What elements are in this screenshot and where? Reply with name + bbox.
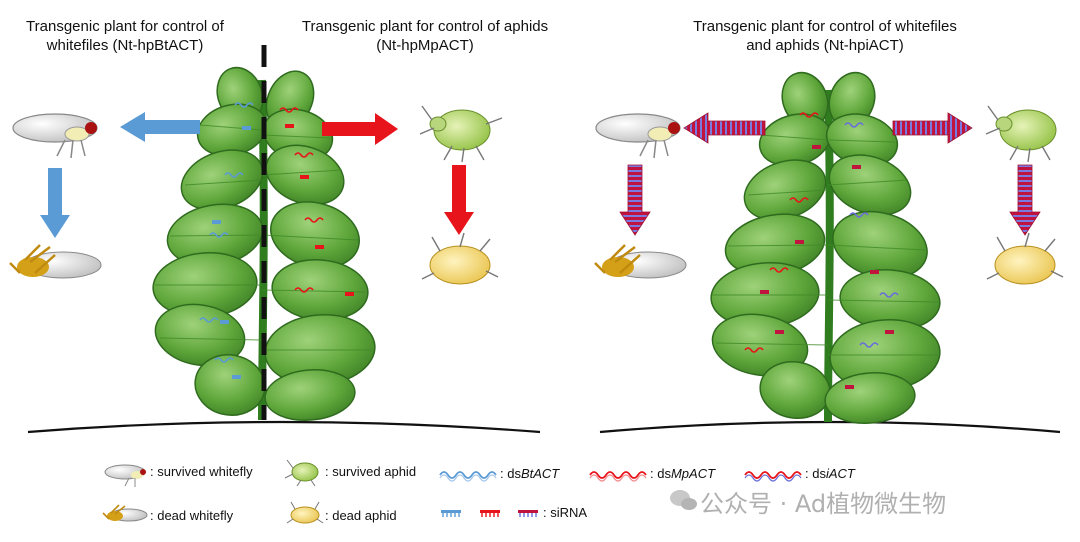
legend-sirna-label: : siRNA	[543, 505, 588, 520]
survived-whitefly-icon	[12, 113, 98, 159]
arrow-striped-to-aphid	[892, 112, 973, 144]
title-combined-plant: Transgenic plant for control of whitefil…	[693, 18, 957, 54]
legend-dead-aphid-icon	[286, 501, 324, 524]
arrow-down-aphid	[444, 165, 474, 235]
legend-dsbtact-prefix: : ds	[500, 466, 521, 481]
survived-aphid-icon	[419, 105, 503, 163]
legend-dsmpact-icon	[589, 471, 647, 482]
legend-dsbtact-label: : dsBtACT	[500, 466, 559, 481]
legend-survived-whitefly-icon	[104, 464, 146, 487]
arrow-down-whitefly	[40, 168, 70, 238]
legend-dsbtact-gene: BtACT	[520, 466, 560, 481]
legend-dsiact-gene: iACT	[825, 466, 855, 481]
ground-line-right	[599, 420, 1061, 434]
dead-whitefly-icon	[9, 244, 102, 279]
legend-dsmpact-gene: MpACT	[670, 466, 716, 481]
survived-aphid-icon	[985, 105, 1057, 163]
survived-whitefly-icon	[595, 113, 681, 159]
wechat-logo-icon	[670, 490, 697, 510]
ground-line-left	[27, 420, 541, 434]
legend-dsmpact-label: : dsMpACT	[650, 466, 715, 481]
arrow-striped-to-whitefly	[683, 112, 766, 144]
legend-dead-whitefly-icon	[102, 504, 148, 522]
dead-aphid-icon	[986, 232, 1064, 285]
arrow-striped-down-aphid	[1009, 164, 1041, 236]
arrow-left-to-whitefly	[120, 112, 200, 142]
dead-whitefly-icon	[594, 244, 687, 279]
transgenic-plant-left	[152, 66, 376, 421]
legend-dsiact-icon	[744, 471, 802, 482]
watermark: 公众号 · Ad植物微生物	[700, 490, 947, 518]
legend-dsiact-prefix: : ds	[805, 466, 826, 481]
arrow-right-to-aphid	[322, 113, 398, 145]
transgenic-plant-right	[710, 71, 941, 424]
legend-sirna-mixed-icon	[518, 510, 538, 517]
legend-dead-whitefly-label: : dead whitefly	[150, 508, 234, 523]
legend-sirna-blue-icon	[441, 510, 461, 517]
legend-survived-whitefly-label: : survived whitefly	[150, 464, 253, 479]
legend-dsmpact-prefix: : ds	[650, 466, 671, 481]
legend-dsiact-label: : dsiACT	[805, 466, 855, 481]
arrow-striped-down-whitefly	[619, 164, 651, 236]
title-aphid-plant: Transgenic plant for control of aphids (…	[301, 18, 549, 54]
legend-survived-aphid-icon	[284, 459, 319, 487]
legend-survived-aphid-label: : survived aphid	[325, 464, 417, 479]
legend-sirna-red-icon	[480, 510, 500, 517]
legend-dead-aphid-label: : dead aphid	[325, 508, 397, 523]
legend-dsbtact-icon	[439, 471, 497, 482]
title-whitefly-plant: Transgenic plant for control of whitefil…	[26, 18, 224, 54]
dead-aphid-icon	[421, 232, 499, 285]
